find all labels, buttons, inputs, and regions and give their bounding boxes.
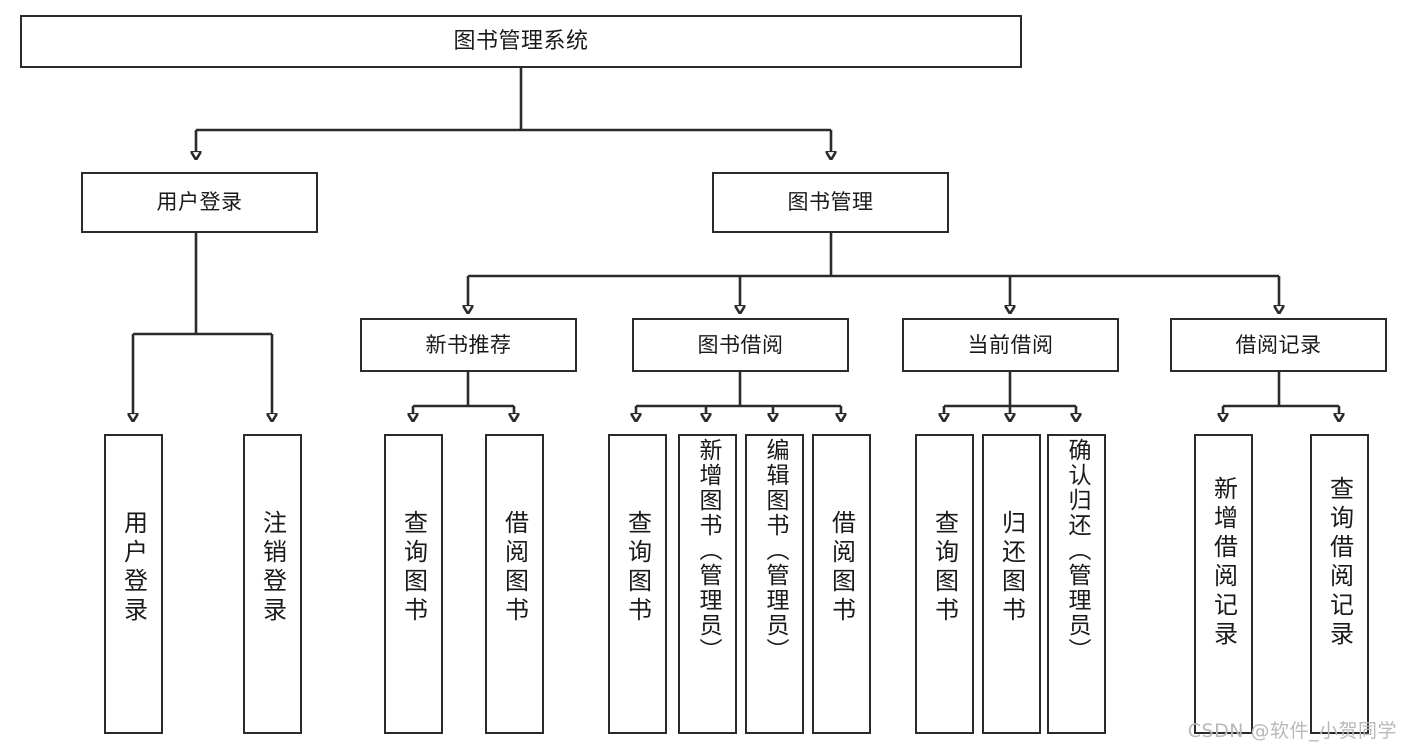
node-label: 图书借阅	[697, 332, 784, 357]
node-label: 查询图书	[399, 510, 428, 626]
leaf-confirm-return-admin[interactable]: 确认归还（管理员）	[1047, 434, 1106, 734]
node-label: 新增图书（管理员）	[695, 438, 721, 663]
node-label: 查询图书	[623, 510, 652, 626]
leaf-add-borrow-record[interactable]: 新增借阅记录	[1194, 434, 1253, 734]
leaf-edit-book-admin[interactable]: 编辑图书（管理员）	[745, 434, 804, 734]
leaf-query-borrow-record[interactable]: 查询借阅记录	[1310, 434, 1369, 734]
node-book-management[interactable]: 图书管理	[712, 172, 949, 233]
edge-borrow-record-children	[1223, 372, 1339, 414]
node-label: 新书推荐	[425, 332, 512, 357]
leaf-borrow-book-recommend[interactable]: 借阅图书	[485, 434, 544, 734]
node-label: 用户登录	[119, 510, 148, 626]
leaf-query-book-borrow[interactable]: 查询图书	[608, 434, 667, 734]
leaf-borrow-book[interactable]: 借阅图书	[812, 434, 871, 734]
leaf-query-book-recommend[interactable]: 查询图书	[384, 434, 443, 734]
leaf-user-login[interactable]: 用户登录	[104, 434, 163, 734]
node-label: 用户登录	[156, 190, 243, 215]
node-label: 新增借阅记录	[1209, 476, 1238, 650]
node-label: 查询图书	[930, 510, 959, 626]
node-label: 编辑图书（管理员）	[762, 438, 788, 663]
node-borrow-record[interactable]: 借阅记录	[1170, 318, 1387, 372]
node-label: 确认归还（管理员）	[1064, 438, 1090, 663]
edge-new-book-recommend-children	[413, 372, 514, 414]
leaf-query-book-current[interactable]: 查询图书	[915, 434, 974, 734]
node-user-login[interactable]: 用户登录	[81, 172, 318, 233]
edge-book-borrow-children	[636, 372, 841, 414]
edge-user-login-children	[133, 233, 272, 414]
node-label: 注销登录	[258, 510, 287, 626]
edge-current-borrow-children	[944, 372, 1076, 414]
csdn-watermark: CSDN @软件_小贺同学	[1187, 720, 1397, 742]
node-label: 图书管理系统	[453, 28, 589, 54]
node-label: 图书管理	[787, 190, 874, 215]
node-label: 借阅记录	[1235, 332, 1322, 357]
node-label: 借阅图书	[500, 510, 529, 626]
node-label: 归还图书	[997, 510, 1026, 626]
node-label: 借阅图书	[827, 510, 856, 626]
node-current-borrow[interactable]: 当前借阅	[902, 318, 1119, 372]
node-label: 当前借阅	[967, 332, 1054, 357]
node-book-borrow[interactable]: 图书借阅	[632, 318, 849, 372]
node-new-book-recommend[interactable]: 新书推荐	[360, 318, 577, 372]
node-root-book-management-system[interactable]: 图书管理系统	[20, 15, 1022, 68]
edge-root-trunk	[196, 68, 831, 152]
node-label: 查询借阅记录	[1325, 476, 1354, 650]
leaf-logout-login[interactable]: 注销登录	[243, 434, 302, 734]
edge-book-manage-children	[468, 233, 1279, 306]
leaf-return-book[interactable]: 归还图书	[982, 434, 1041, 734]
leaf-add-book-admin[interactable]: 新增图书（管理员）	[678, 434, 737, 734]
